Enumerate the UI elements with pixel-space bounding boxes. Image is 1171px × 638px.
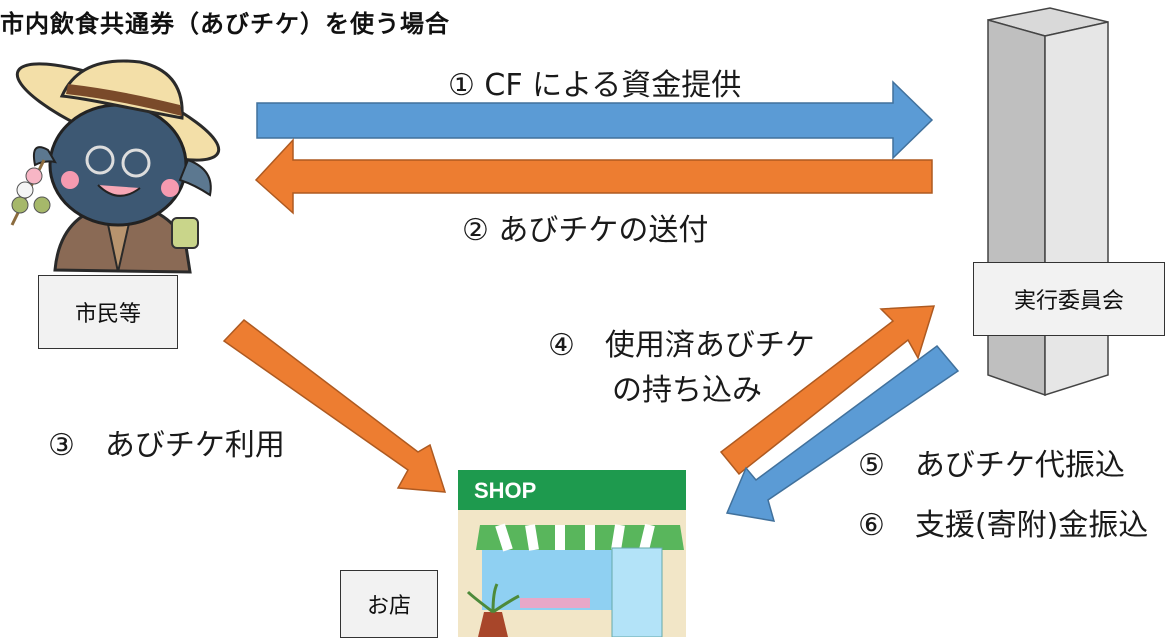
donation-label: ⑥ 支援(寄附)金振込 <box>858 508 1149 543</box>
bring-arrow <box>719 305 936 476</box>
shop-illustration <box>458 470 686 637</box>
use-arrow <box>222 318 447 493</box>
send-label: ② あびチケの送付 <box>462 213 709 248</box>
citizen-box: 市民等 <box>38 275 178 349</box>
shop-sign-text: SHOP <box>474 478 537 503</box>
cf-arrow <box>256 80 934 160</box>
payment-label: ⑤ あびチケ代振込 <box>858 448 1125 483</box>
page-title: 市内飲食共通券（あびチケ）を使う場合 <box>0 10 450 38</box>
use-label: ③ あびチケ利用 <box>48 428 285 463</box>
bring-label-line1: ④ 使用済あびチケ <box>548 328 815 363</box>
committee-building <box>987 7 1109 397</box>
payment-arrow <box>725 344 960 522</box>
send-arrow <box>254 138 933 215</box>
shop-box: お店 <box>340 570 438 638</box>
cf-label: ① CF による資金提供 <box>448 68 742 103</box>
bring-label-line2: の持ち込み <box>612 373 762 408</box>
citizen-illustration <box>10 59 221 274</box>
committee-box: 実行委員会 <box>973 262 1165 336</box>
